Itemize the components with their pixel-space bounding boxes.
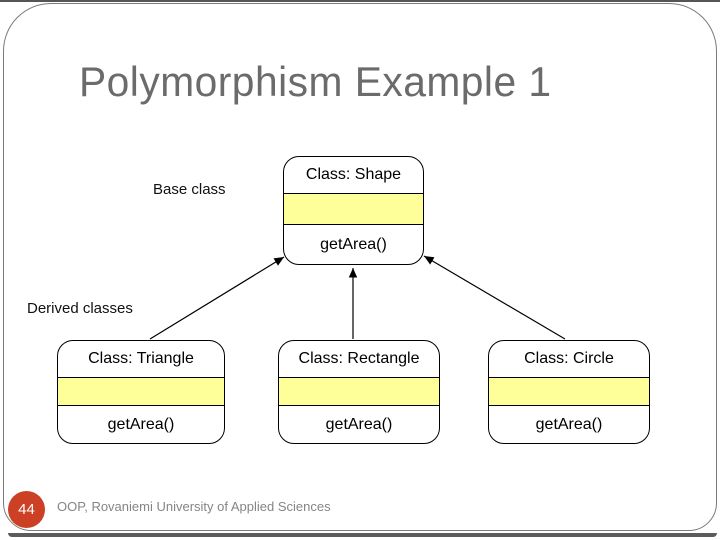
class-box-triangle: Class: Triangle getArea() xyxy=(57,340,225,444)
class-attributes-band xyxy=(489,377,649,406)
class-attributes-band xyxy=(279,377,439,406)
page-number-badge: 44 xyxy=(8,491,45,528)
class-name: Class: Circle xyxy=(524,350,614,367)
class-attributes-band xyxy=(58,377,224,406)
class-name: Class: Shape xyxy=(305,166,402,183)
bottom-theme-strip xyxy=(8,533,717,537)
footer-text: OOP, Rovaniemi University of Applied Sci… xyxy=(57,499,331,514)
slide-title: Polymorphism Example 1 xyxy=(79,58,552,105)
class-box-circle: Class: Circle getArea() xyxy=(488,340,650,444)
class-box-rectangle: Class: Rectangle getArea() xyxy=(278,340,440,444)
class-name: Class: Rectangle xyxy=(298,350,420,367)
class-box-shape: Class: Shape getArea() xyxy=(283,156,424,265)
class-name: Class: Triangle xyxy=(88,350,194,367)
class-method: getArea() xyxy=(107,415,175,433)
class-method: getArea() xyxy=(325,415,393,433)
class-method: getArea() xyxy=(320,235,387,253)
class-attributes-band xyxy=(284,193,423,225)
top-theme-strip xyxy=(0,0,720,2)
base-class-label: Base class xyxy=(153,181,226,198)
class-method: getArea() xyxy=(535,415,603,433)
derived-classes-label: Derived classes xyxy=(27,300,133,317)
